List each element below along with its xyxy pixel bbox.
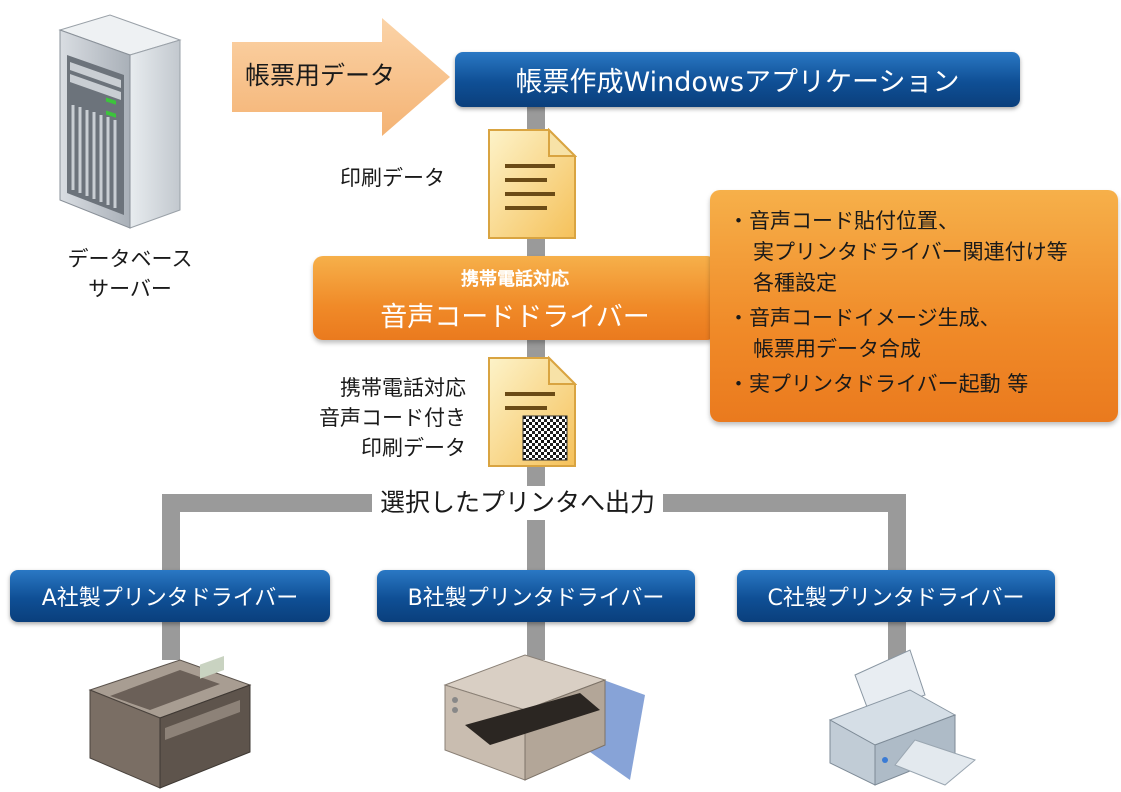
arrow-label: 帳票用データ (245, 61, 396, 90)
printer-c-connector (888, 610, 906, 660)
printer-b-connector (527, 610, 545, 660)
printer-a-connector (162, 610, 180, 660)
coded-line2: 音声コード付き (319, 406, 466, 430)
right-connector (888, 494, 906, 594)
printer-driver-a-label: A社製プリンタドライバー (41, 586, 299, 611)
printer-driver-b: B社製プリンタドライバー (377, 570, 695, 622)
feature-line6: ・実プリンタドライバー起動 等 (728, 372, 1029, 396)
feature-line2: 実プリンタドライバー関連付け等 (753, 240, 1068, 264)
driver-line1: 携帯電話対応 (461, 269, 569, 290)
document-icon (488, 128, 577, 239)
voice-code-driver-box: 携帯電話対応 音声コードドライバー (313, 256, 717, 340)
coded-line3: 印刷データ (361, 436, 466, 460)
printer-driver-b-label: B社製プリンタドライバー (407, 586, 665, 611)
data-flow-arrow (232, 18, 450, 136)
server-caption-line1: データベース (67, 247, 193, 271)
printer-driver-a: A社製プリンタドライバー (10, 570, 330, 622)
voice-code-icon (522, 415, 568, 461)
printer-driver-c: C社製プリンタドライバー (737, 570, 1055, 622)
app-label: 帳票作成Windowsアプリケーション (515, 67, 960, 98)
feature-line5: 帳票用データ合成 (753, 337, 921, 361)
print-data-label: 印刷データ (340, 166, 445, 190)
photo-printer-icon (828, 649, 977, 786)
driver-line2: 音声コードドライバー (380, 302, 650, 333)
feature-line4: ・音声コードイメージ生成、 (728, 306, 1001, 330)
feature-line3: 各種設定 (753, 271, 837, 295)
coded-line1: 携帯電話対応 (340, 376, 466, 400)
app-box: 帳票作成Windowsアプリケーション (455, 52, 1020, 107)
laser-printer-icon (88, 655, 252, 789)
server-icon (58, 14, 182, 229)
driver-features-box: ・音声コード貼付位置、 実プリンタドライバー関連付け等 各種設定 ・音声コードイ… (710, 190, 1118, 422)
server-caption: データベース サーバー (60, 244, 200, 304)
server-caption-line2: サーバー (88, 277, 172, 301)
feature-line1: ・音声コード貼付位置、 (728, 209, 959, 233)
coded-data-label: 携帯電話対応 音声コード付き 印刷データ (286, 373, 466, 463)
output-label: 選択したプリンタへ出力 (372, 486, 664, 520)
left-connector (162, 494, 180, 594)
printer-driver-c-label: C社製プリンタドライバー (767, 586, 1025, 611)
coded-document-icon (488, 356, 577, 467)
inkjet-printer-icon (443, 654, 645, 781)
